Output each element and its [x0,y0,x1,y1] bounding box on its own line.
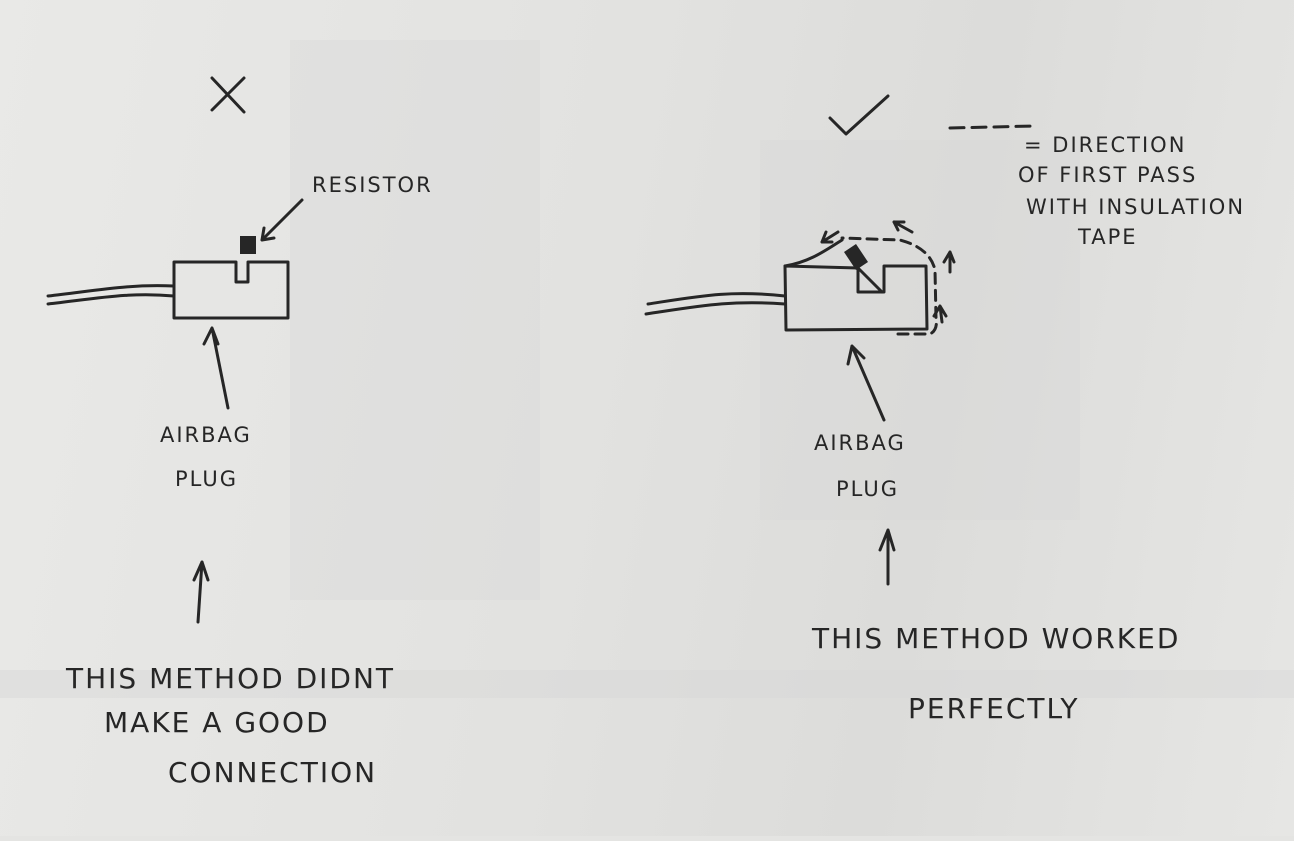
legend-line3: WITH INSULATION [1026,195,1245,219]
plug-pointer-arrow [202,326,230,410]
right-caption-line2: PERFECTLY [908,692,1079,725]
resistor-label: RESISTOR [312,173,433,197]
tape-direction-dashed-path [840,236,938,336]
resistor-shape [240,236,256,254]
resistor-pointer-arrow [260,198,304,242]
tape-first-pass-line [783,238,844,268]
right-caption-line1: THIS METHOD WORKED [811,622,1180,655]
plug-cable [46,284,176,306]
right-plug-label-line1: AIRBAG [814,431,906,455]
left-up-arrow [192,560,210,624]
right-plug-label-line2: PLUG [836,477,899,501]
direction-arrow [892,220,914,234]
legend-line4: TAPE [1077,225,1138,249]
airbag-plug-shape [172,260,290,320]
resistor-lead [856,266,884,294]
left-caption-line3: CONNECTION [168,756,377,789]
left-diagram: RESISTOR AIRBAG PLUG THIS METHOD DIDNT M… [46,76,433,789]
airbag-plug-shape-taped [783,264,929,332]
plug-cable [644,292,787,316]
right-up-arrow [878,528,896,586]
cross-icon [210,76,246,114]
legend-line2: OF FIRST PASS [1018,163,1197,187]
plug-pointer-arrow [846,344,886,422]
left-caption-line2: MAKE A GOOD [104,706,330,739]
resistor-shape [844,244,868,270]
direction-arrow [932,304,948,324]
left-caption-line1: THIS METHOD DIDNT [65,662,395,695]
legend-line1: = DIRECTION [1024,133,1186,157]
direction-arrow [942,250,956,274]
right-diagram: = DIRECTION OF FIRST PASS WITH INSULATIO… [644,94,1245,725]
checkmark-icon [828,94,890,136]
legend-dashed-line [948,124,1036,130]
left-plug-label-line1: AIRBAG [160,423,252,447]
left-plug-label-line2: PLUG [175,467,238,491]
direction-arrow [820,230,840,244]
